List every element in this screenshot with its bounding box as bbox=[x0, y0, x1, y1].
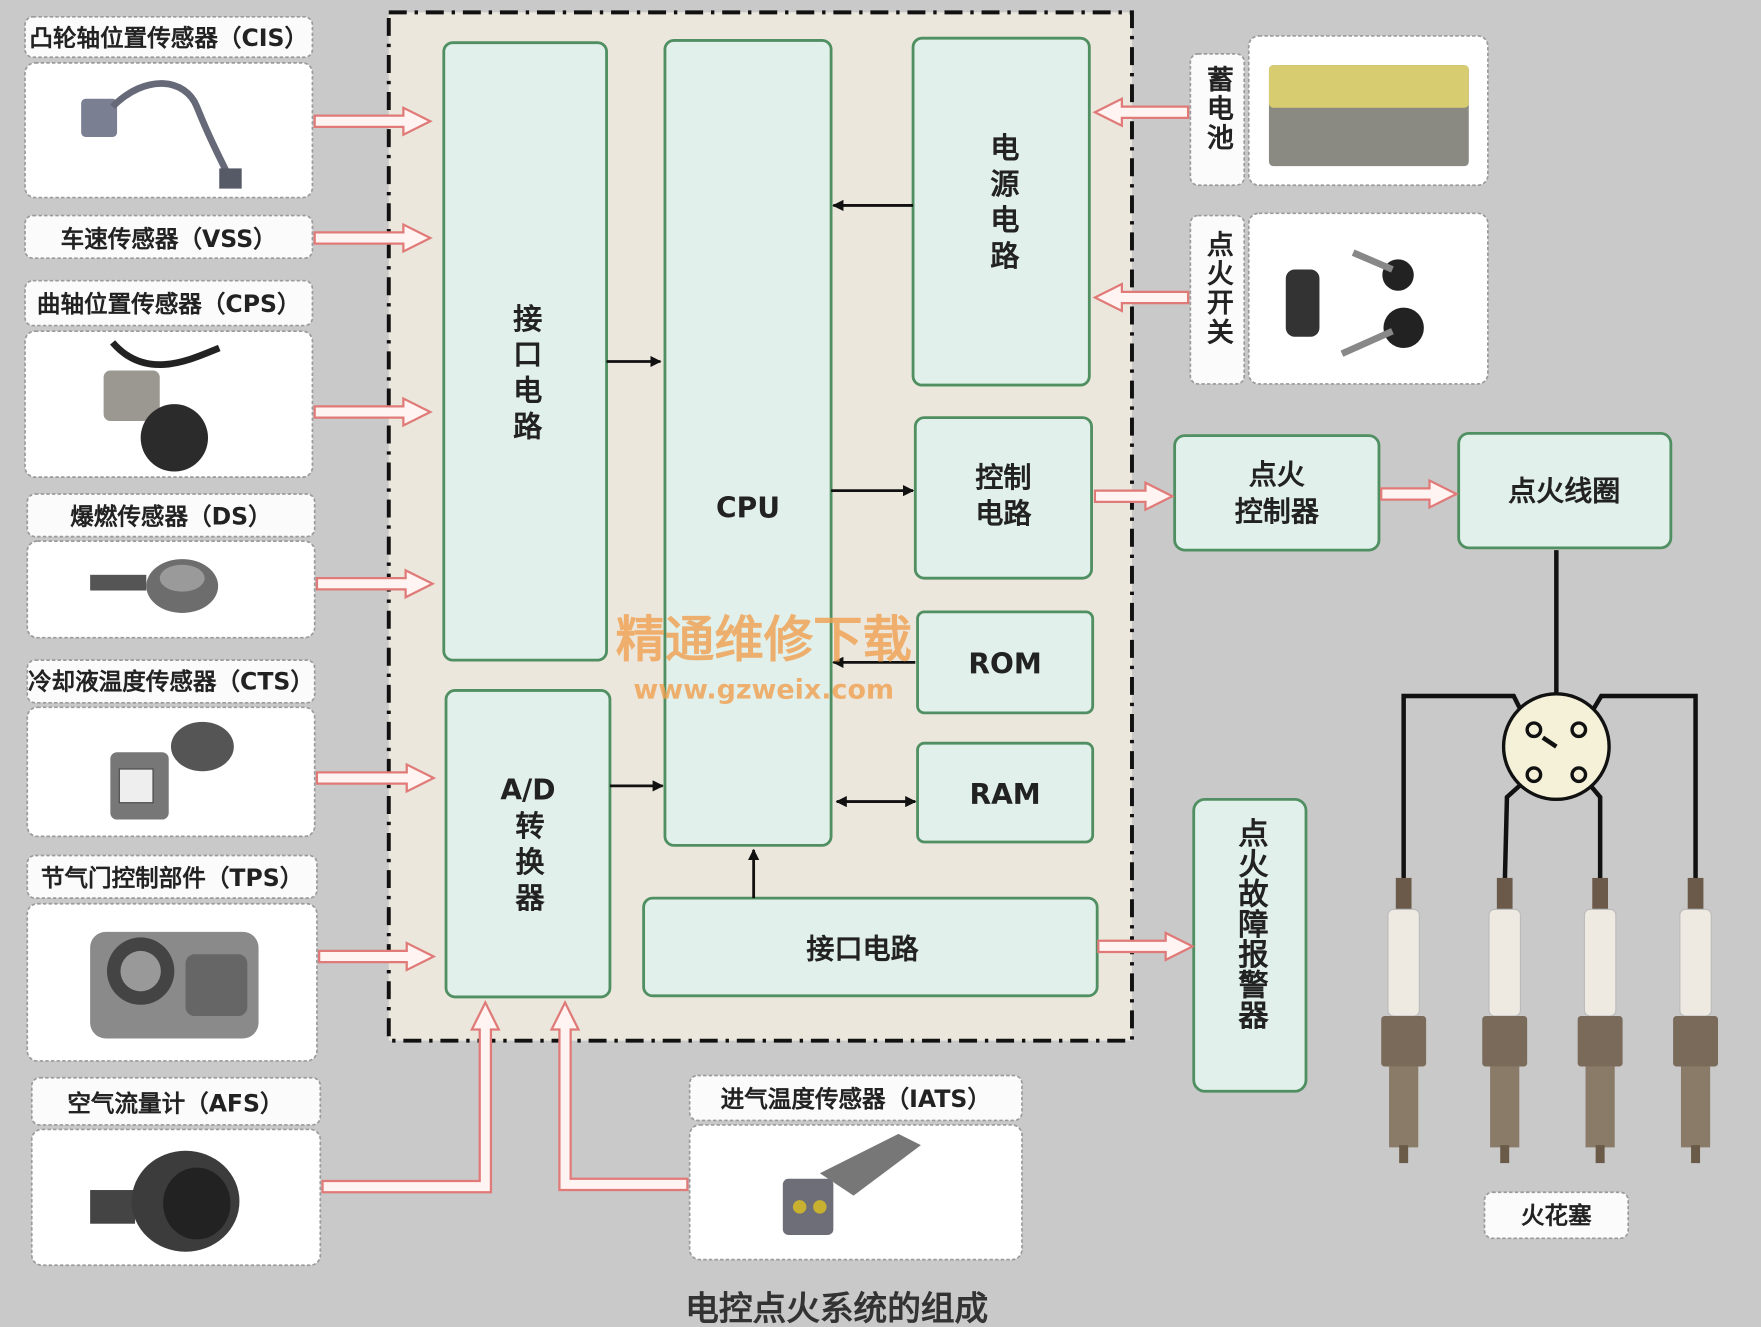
arrow-switch-to-power bbox=[1092, 282, 1190, 313]
sensor-cts-label: 冷却液温度传感器（CTS） bbox=[28, 667, 314, 695]
ignition-switch-image bbox=[1285, 249, 1424, 357]
cis-sensor-image bbox=[81, 80, 242, 189]
ignition-controller-label-1: 点火 bbox=[1249, 458, 1305, 491]
arrow-cts-to-ad bbox=[315, 762, 437, 794]
arrow-battery-to-power bbox=[1092, 96, 1190, 128]
distributor-icon bbox=[1501, 692, 1611, 802]
fault-alarm-label: 点火故障报警器 bbox=[1232, 817, 1269, 1030]
sensor-cts: 冷却液温度传感器（CTS） bbox=[26, 659, 316, 838]
interface-circuit-left: 接口电路 bbox=[442, 41, 608, 662]
sensor-afs: 空气流量计（AFS） bbox=[30, 1076, 322, 1267]
cpu-block: CPU bbox=[663, 39, 833, 847]
spark-plug-label: 火花塞 bbox=[1521, 1202, 1592, 1230]
ad-converter-label-bottom: 转换器 bbox=[511, 810, 546, 918]
arrow-afs-to-ad bbox=[321, 1000, 501, 1194]
sensor-vss: 车速传感器（VSS） bbox=[24, 214, 314, 260]
arrow-tps-to-ad bbox=[318, 941, 437, 972]
sensor-iats-label: 进气温度传感器（IATS） bbox=[721, 1085, 991, 1113]
ignition-switch-label: 点火开关 bbox=[1202, 230, 1233, 347]
arrow-control-to-igniter bbox=[1093, 480, 1175, 512]
arrow-iats-to-ad bbox=[549, 1000, 689, 1192]
sensor-tps-label: 节气门控制部件（TPS） bbox=[41, 864, 303, 892]
ad-converter: A/D 转换器 bbox=[444, 689, 612, 999]
interface-circuit-bottom: 接口电路 bbox=[642, 896, 1099, 998]
rom-label: ROM bbox=[968, 648, 1041, 681]
control-circuit-label: 控制电路 bbox=[975, 461, 1032, 530]
spark-plug-4 bbox=[1673, 877, 1719, 1164]
iats-sensor-image bbox=[782, 1133, 921, 1235]
ram-block: RAM bbox=[916, 741, 1095, 844]
diagram-caption: 电控点火系统的组成 bbox=[685, 1289, 988, 1327]
sensor-iats: 进气温度传感器（IATS） bbox=[688, 1074, 1023, 1261]
signal-arrows bbox=[313, 96, 1459, 1194]
arrow-cps-to-interface bbox=[313, 396, 433, 428]
ignition-controller: 点火 控制器 bbox=[1173, 434, 1381, 552]
watermark-text: 精通维修下载 bbox=[616, 611, 912, 669]
afs-sensor-image bbox=[90, 1150, 240, 1252]
cps-sensor-image bbox=[103, 340, 221, 472]
spark-plug-3 bbox=[1577, 877, 1623, 1164]
sensor-tps: 节气门控制部件（TPS） bbox=[26, 854, 318, 1062]
battery: 蓄电池 bbox=[1189, 35, 1489, 187]
interface-circuit-bottom-label: 接口电路 bbox=[806, 933, 919, 966]
sensor-afs-label: 空气流量计（AFS） bbox=[67, 1089, 283, 1117]
control-circuit: 控制电路 bbox=[913, 416, 1093, 580]
ds-sensor-image bbox=[90, 559, 219, 613]
arrow-cis-to-interface bbox=[313, 105, 433, 137]
battery-label: 蓄电池 bbox=[1202, 65, 1233, 153]
arrow-ds-to-interface bbox=[315, 568, 436, 600]
spark-plugs bbox=[1381, 877, 1719, 1164]
spark-plug-label-box: 火花塞 bbox=[1483, 1191, 1630, 1240]
sensor-cis-label: 凸轮轴位置传感器（CIS） bbox=[29, 24, 308, 52]
ignition-controller-label-2: 控制器 bbox=[1235, 495, 1320, 528]
cts-sensor-image bbox=[110, 721, 234, 820]
sensor-vss-label: 车速传感器（VSS） bbox=[61, 225, 277, 253]
arrow-igniter-to-coil bbox=[1380, 478, 1459, 510]
distributor-wiring bbox=[1401, 550, 1698, 887]
sensor-cps: 曲轴位置传感器（CPS） bbox=[24, 279, 314, 478]
ignition-coil-label: 点火线圈 bbox=[1508, 475, 1620, 508]
fault-alarm: 点火故障报警器 bbox=[1192, 797, 1308, 1093]
tps-sensor-image bbox=[90, 931, 259, 1039]
spark-plug-1 bbox=[1381, 877, 1427, 1164]
cpu-label: CPU bbox=[716, 492, 780, 525]
ignition-coil: 点火线圈 bbox=[1457, 431, 1673, 550]
arrow-interface-to-alarm bbox=[1097, 931, 1196, 962]
ram-label: RAM bbox=[970, 778, 1041, 811]
battery-image bbox=[1268, 65, 1469, 167]
sensor-cps-label: 曲轴位置传感器（CPS） bbox=[37, 290, 301, 318]
sensor-cis: 凸轮轴位置传感器（CIS） bbox=[24, 15, 314, 199]
watermark-url: www.gzweix.com bbox=[633, 674, 894, 705]
arrow-vss-to-interface bbox=[313, 222, 433, 254]
ad-converter-label-top: A/D bbox=[500, 773, 555, 806]
rom-block: ROM bbox=[916, 610, 1095, 715]
sensor-ds: 爆燃传感器（DS） bbox=[26, 493, 316, 639]
interface-circuit-left-label: 接口电路 bbox=[509, 303, 543, 447]
power-circuit: 电源电路 bbox=[911, 36, 1091, 387]
spark-plug-2 bbox=[1482, 877, 1528, 1164]
sensor-ds-label: 爆燃传感器（DS） bbox=[70, 502, 271, 530]
ignition-switch: 点火开关 bbox=[1189, 212, 1489, 385]
power-circuit-label: 电源电路 bbox=[986, 132, 1020, 276]
